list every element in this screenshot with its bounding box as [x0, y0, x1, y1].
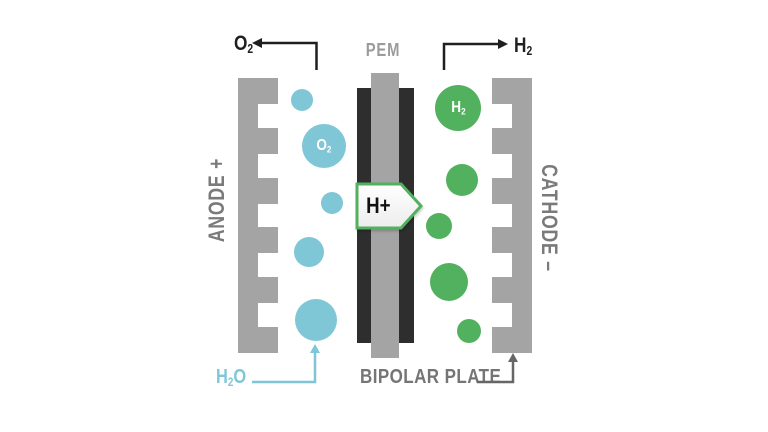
- plate-tooth: [492, 327, 512, 353]
- anode-bipolar-plate: [238, 78, 278, 353]
- plate-tooth: [258, 227, 278, 254]
- h2-bubble: [446, 164, 478, 196]
- h2-output-label: H2: [514, 34, 533, 59]
- h2-bubble: [426, 213, 452, 239]
- plate-tooth: [258, 177, 278, 204]
- plate-tooth: [492, 177, 512, 204]
- bipolar-plate-label: BIPOLAR PLATE: [360, 366, 502, 388]
- plate-tooth: [492, 227, 512, 254]
- plate-tooth: [492, 277, 512, 304]
- plate-tooth: [492, 78, 512, 104]
- plate-tooth: [258, 78, 278, 104]
- plate-spine: [238, 78, 258, 353]
- o2-bubble: [321, 192, 343, 214]
- h2o-input-label: H2O: [216, 366, 247, 389]
- cathode-bipolar-plate: [492, 78, 532, 353]
- h2-bubble: [457, 319, 481, 343]
- o2-bubble-label: O2: [316, 136, 332, 156]
- cathode-label: CATHODE –: [537, 164, 562, 272]
- plate-tooth: [492, 127, 512, 154]
- h2-bubble: H2: [435, 85, 481, 131]
- pem-label: PEM: [365, 40, 401, 60]
- plate-tooth: [258, 277, 278, 304]
- h2-output-arrow-icon: [442, 39, 508, 70]
- hplus-label: H+: [365, 193, 391, 218]
- o2-bubble: [295, 299, 337, 341]
- hplus-arrow: H+: [355, 181, 425, 231]
- h2o-input-arrow-icon: [252, 344, 320, 384]
- h2-bubble-label: H2: [450, 98, 466, 118]
- o2-bubble: [294, 237, 324, 267]
- anode-label: ANODE +: [204, 157, 229, 243]
- plate-tooth: [258, 327, 278, 353]
- h2-bubble: [430, 263, 468, 301]
- o2-output-arrow-icon: [252, 38, 318, 70]
- o2-bubble: [291, 89, 313, 111]
- plate-tooth: [258, 127, 278, 154]
- o2-bubble: O2: [302, 124, 346, 168]
- hplus-arrow-shape-icon: [355, 182, 424, 230]
- plate-spine: [512, 78, 532, 353]
- bipolar-plate-arrow-icon: [477, 353, 518, 384]
- o2-output-label: O2: [234, 32, 254, 57]
